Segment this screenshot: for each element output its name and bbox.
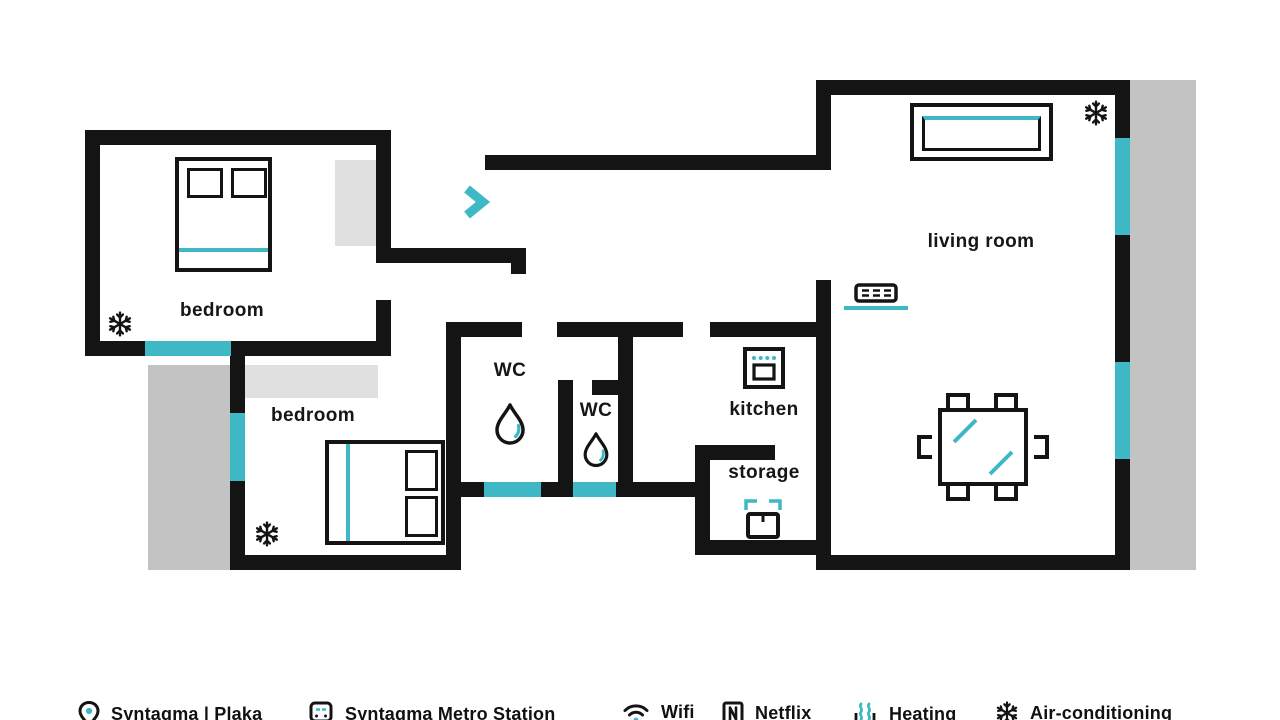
legend-item-netflix: Netflix xyxy=(722,701,811,720)
legend-item-heating: Heating xyxy=(852,701,956,720)
dining-table-icon xyxy=(938,408,1028,486)
air-conditioning-icon xyxy=(254,521,280,547)
air-conditioning-icon xyxy=(1083,100,1109,126)
legend-label: Syntagma | Plaka xyxy=(111,704,263,720)
sofa-icon xyxy=(910,103,1053,161)
table-reflection-lines xyxy=(952,418,1014,476)
netflix-icon xyxy=(722,701,744,720)
pillow-icon xyxy=(405,496,438,537)
air-conditioning-icon xyxy=(107,311,133,337)
wall-segment xyxy=(816,555,1130,570)
window-segment xyxy=(1115,362,1130,459)
shadow-region xyxy=(148,365,230,570)
shadow-region xyxy=(1130,80,1196,570)
legend-item-wifi: Wifi xyxy=(622,701,695,720)
chair-icon xyxy=(946,393,970,408)
stove-icon xyxy=(743,347,785,389)
wall-segment xyxy=(710,322,830,337)
legend-label: Syntagma Metro Station xyxy=(345,703,556,720)
legend-item-metro: Syntagma Metro Station xyxy=(308,701,555,720)
bed-blanket-line xyxy=(179,248,268,252)
wall-segment xyxy=(816,80,831,170)
double-bed-icon xyxy=(325,440,445,545)
wall-segment xyxy=(695,445,710,555)
bed-blanket-line xyxy=(346,444,350,541)
location-pin-icon xyxy=(78,701,100,720)
wifi-icon xyxy=(623,704,649,720)
wall-segment xyxy=(230,555,461,570)
pillow-icon xyxy=(405,450,438,491)
window-segment xyxy=(230,413,245,481)
shadow-region xyxy=(245,365,378,398)
pillow-icon xyxy=(187,168,223,198)
wall-segment xyxy=(485,155,830,170)
wall-segment xyxy=(618,322,633,497)
air-conditioning-icon xyxy=(995,701,1019,720)
wall-segment xyxy=(376,130,391,262)
room-label-storage: storage xyxy=(728,462,800,483)
heating-icon xyxy=(854,702,876,720)
window-segment xyxy=(145,341,231,356)
legend-label: Heating xyxy=(889,703,957,720)
legend-label: Air-conditioning xyxy=(1030,702,1173,720)
room-label-living-room: living room xyxy=(927,231,1035,252)
chair-icon xyxy=(917,435,932,459)
wall-segment xyxy=(557,322,633,337)
legend-label: Wifi xyxy=(661,702,695,720)
room-label-bedroom-2: bedroom xyxy=(270,405,356,426)
metro-station-icon xyxy=(309,701,333,720)
radiator-icon xyxy=(844,283,908,310)
wall-segment xyxy=(816,80,1130,95)
pillow-icon xyxy=(231,168,267,198)
wall-segment xyxy=(446,322,461,570)
storage-box-icon xyxy=(744,499,782,539)
window-segment xyxy=(1115,138,1130,235)
sofa-seat xyxy=(922,116,1041,151)
wall-segment xyxy=(695,540,830,555)
room-label-bedroom-1: bedroom xyxy=(179,300,265,321)
chair-icon xyxy=(994,393,1018,408)
room-label-kitchen: kitchen xyxy=(729,399,799,420)
window-segment xyxy=(484,482,541,497)
window-segment xyxy=(573,482,616,497)
legend-item-location: Syntagma | Plaka xyxy=(78,701,262,720)
wall-segment xyxy=(633,322,683,337)
wall-segment xyxy=(511,248,526,274)
wall-segment xyxy=(816,322,831,555)
water-drop-icon xyxy=(495,403,525,445)
legend-item-air-conditioning: Air-conditioning xyxy=(995,701,1172,720)
wall-segment xyxy=(85,130,100,356)
double-bed-icon xyxy=(175,157,272,272)
wall-segment xyxy=(376,300,391,356)
wall-segment xyxy=(558,380,573,497)
legend-label: Netflix xyxy=(755,703,812,720)
water-drop-icon xyxy=(583,432,609,468)
wall-segment xyxy=(376,248,526,263)
wall-segment xyxy=(85,341,391,356)
chair-icon xyxy=(994,486,1018,501)
wall-segment xyxy=(446,322,522,337)
wall-segment xyxy=(85,130,391,145)
room-label-wc-1: WC xyxy=(493,360,527,381)
chair-icon xyxy=(946,486,970,501)
room-label-wc-2: WC xyxy=(579,400,613,421)
entrance-arrow-icon xyxy=(464,185,491,219)
wall-segment xyxy=(816,280,831,322)
chair-icon xyxy=(1034,435,1049,459)
wall-segment xyxy=(695,445,775,460)
